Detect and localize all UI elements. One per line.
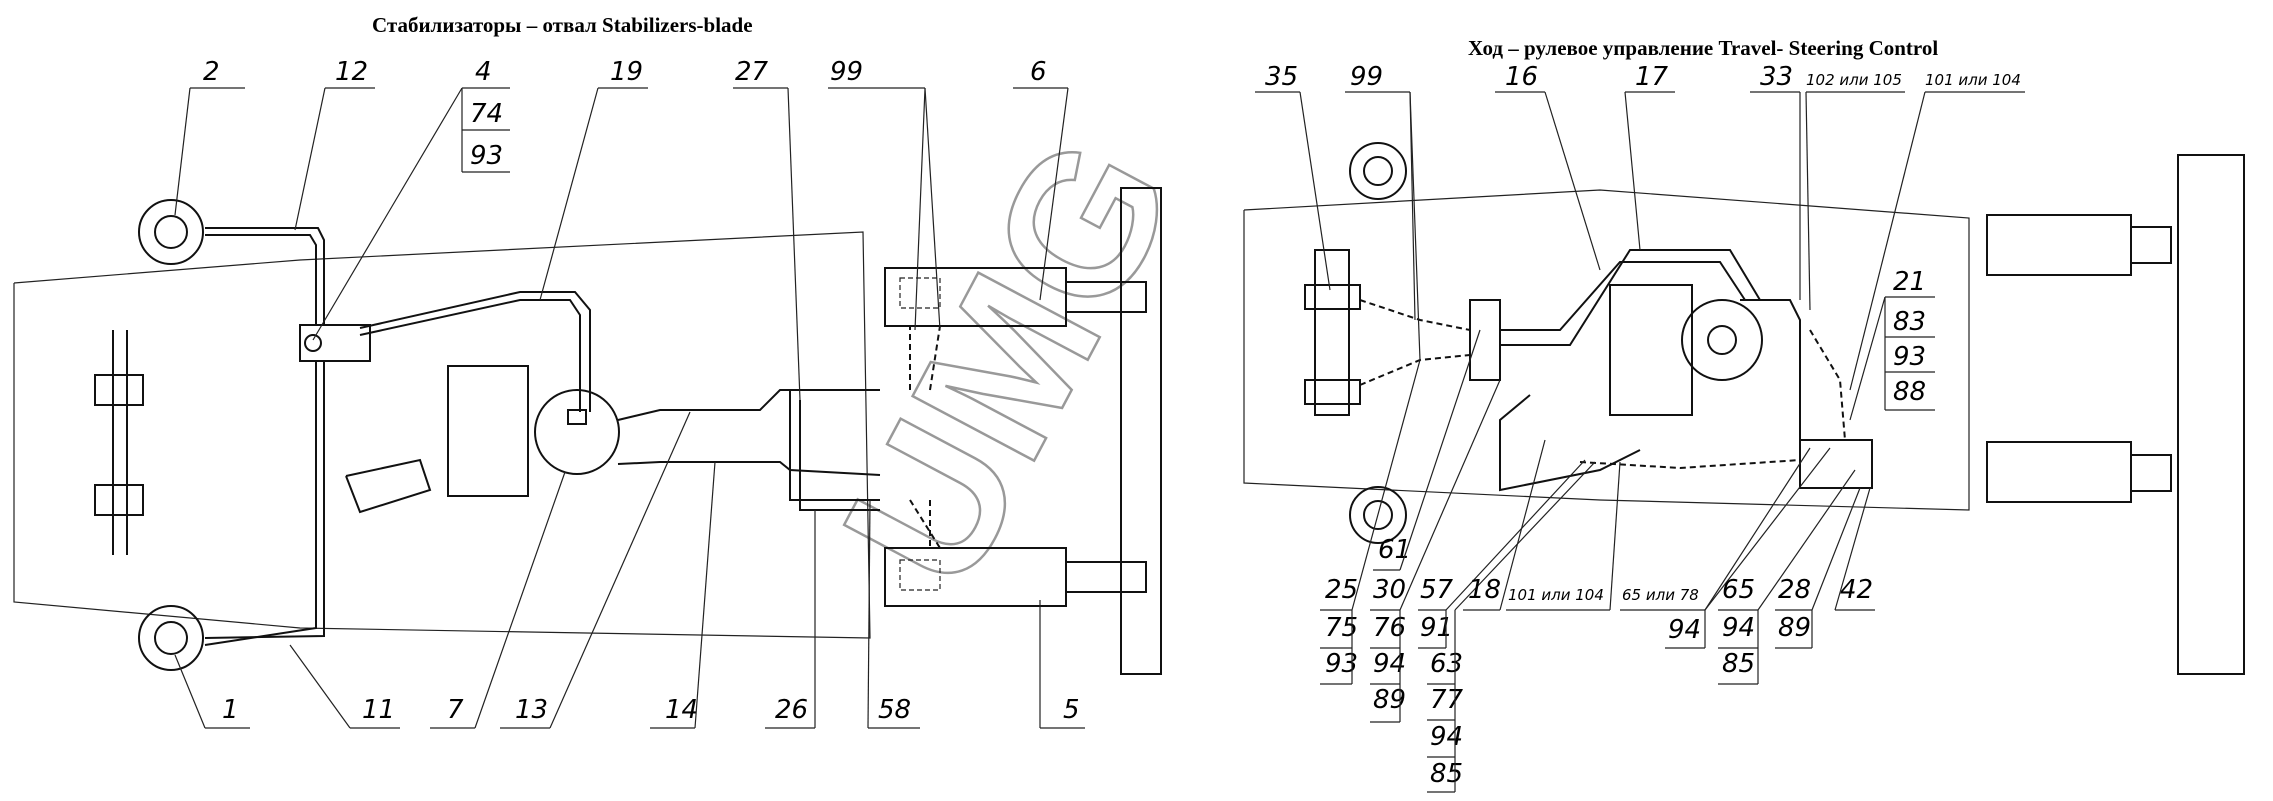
wheel-2 (138, 199, 204, 265)
label-94-c: 94 (1668, 615, 1701, 645)
cylinder-5 (884, 547, 1147, 607)
label-57: 57 (1420, 575, 1454, 605)
label-76: 76 (1373, 613, 1406, 643)
label-101-or-104-b: 101 или 104 (1508, 586, 1604, 604)
right-pipes (1359, 249, 1846, 492)
label-7: 7 (447, 695, 464, 725)
label-94-d: 94 (1722, 613, 1755, 643)
label-94-b: 94 (1430, 722, 1463, 752)
left-top-labels: 2 12 4 74 93 19 27 99 6 (174, 57, 1069, 401)
left-bottom-labels: 1 11 7 13 14 26 58 5 (174, 411, 1085, 729)
label-74: 74 (470, 99, 503, 129)
right-side-stack: 21 83 93 88 (1849, 267, 1935, 421)
label-30: 30 (1373, 575, 1406, 605)
label-91: 91 (1420, 613, 1453, 643)
label-88: 88 (1893, 377, 1926, 407)
left-chassis (13, 187, 1162, 675)
label-89-a: 89 (1373, 685, 1406, 715)
label-25: 25 (1325, 575, 1358, 605)
label-65-or-78: 65 или 78 (1622, 586, 1699, 604)
label-26: 26 (775, 695, 808, 725)
label-83: 83 (1893, 307, 1926, 337)
label-4: 4 (475, 57, 492, 87)
label-99-right: 99 (1350, 62, 1383, 92)
label-12: 12 (335, 57, 368, 87)
label-27: 27 (735, 57, 769, 87)
label-102-or-105: 102 или 105 (1806, 71, 1902, 89)
label-63: 63 (1430, 649, 1463, 679)
label-19: 19 (610, 57, 643, 87)
label-2: 2 (203, 57, 220, 87)
label-93: 93 (470, 141, 503, 171)
left-pipes (204, 227, 941, 646)
label-85-a: 85 (1430, 759, 1463, 789)
label-18: 18 (1468, 575, 1501, 605)
valve-4 (299, 324, 371, 362)
title-travel-steering: Ход – рулевое управление Travel- Steerin… (1468, 36, 1938, 60)
right-bottom-labels: 61 25 75 93 30 76 94 89 57 91 63 77 94 8… (1320, 329, 1875, 793)
label-11: 11 (362, 695, 395, 725)
label-77: 77 (1430, 685, 1464, 715)
label-101-or-104: 101 или 104 (1925, 71, 2021, 89)
right-chassis (1243, 154, 2245, 675)
label-42: 42 (1840, 575, 1873, 605)
label-13: 13 (515, 695, 548, 725)
pump-7 (534, 389, 620, 475)
label-93-b: 93 (1325, 649, 1358, 679)
label-35: 35 (1265, 62, 1298, 92)
label-33: 33 (1760, 62, 1793, 92)
wheel-1 (138, 605, 204, 671)
label-16: 16 (1505, 62, 1538, 92)
label-93-right: 93 (1893, 342, 1926, 372)
watermark: UMG (801, 104, 1217, 621)
wheel-right-top (1349, 142, 1407, 200)
label-65: 65 (1722, 575, 1755, 605)
label-21: 21 (1893, 267, 1926, 297)
wheel-right-bottom (1349, 486, 1407, 544)
cylinder-6 (884, 267, 1147, 327)
label-99: 99 (830, 57, 863, 87)
valve-block-42 (1799, 439, 1873, 489)
label-61: 61 (1378, 535, 1411, 565)
label-5: 5 (1063, 695, 1080, 725)
label-75: 75 (1325, 613, 1358, 643)
label-14: 14 (665, 695, 698, 725)
steering-unit (1681, 299, 1763, 381)
label-85-b: 85 (1722, 649, 1755, 679)
label-28: 28 (1778, 575, 1811, 605)
label-1: 1 (222, 695, 239, 725)
label-89-b: 89 (1778, 613, 1811, 643)
label-94-a: 94 (1373, 649, 1406, 679)
label-58: 58 (878, 695, 911, 725)
label-6: 6 (1030, 57, 1047, 87)
right-top-labels: 35 99 16 17 33 102 или 105 101 или 104 (1255, 62, 2025, 391)
title-stabilizers-blade: Стабилизаторы – отвал Stabilizers-blade (372, 13, 753, 37)
label-17: 17 (1635, 62, 1669, 92)
